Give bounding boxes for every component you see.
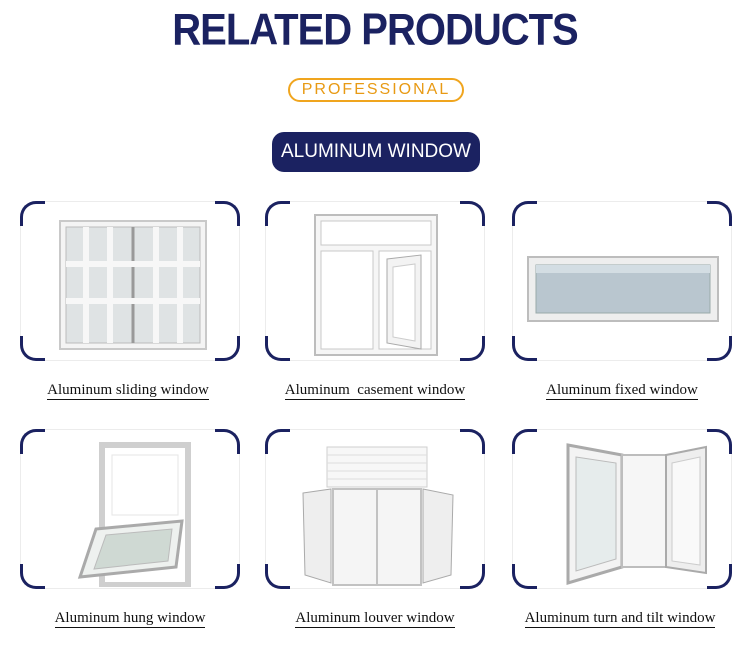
corner-accent xyxy=(215,564,240,589)
corner-accent xyxy=(265,429,290,454)
fixed-window-image xyxy=(527,256,719,322)
product-caption[interactable]: Aluminum turn and tilt window xyxy=(524,610,716,628)
card-frame xyxy=(20,201,240,361)
card-frame xyxy=(265,429,485,589)
corner-accent xyxy=(20,336,45,361)
corner-accent xyxy=(265,201,290,226)
corner-accent xyxy=(460,336,485,361)
corner-accent xyxy=(707,429,732,454)
product-card-sliding[interactable] xyxy=(20,201,240,361)
turn-tilt-window-image xyxy=(566,443,707,586)
louver-window-image xyxy=(302,446,454,586)
page-title: RELATED PRODUCTS xyxy=(172,5,578,55)
corner-accent xyxy=(215,336,240,361)
corner-accent xyxy=(512,201,537,226)
card-frame xyxy=(512,201,732,361)
hung-window-image xyxy=(77,442,191,587)
casement-window-image xyxy=(314,214,438,356)
product-caption[interactable]: Aluminum casement window xyxy=(284,382,466,400)
product-card-fixed[interactable] xyxy=(512,201,732,361)
product-caption[interactable]: Aluminum hung window xyxy=(54,610,206,628)
category-badge: ALUMINUM WINDOW xyxy=(272,132,480,172)
corner-accent xyxy=(460,201,485,226)
product-card-louver[interactable] xyxy=(265,429,485,589)
corner-accent xyxy=(215,429,240,454)
corner-accent xyxy=(707,201,732,226)
card-frame xyxy=(265,201,485,361)
corner-accent xyxy=(512,429,537,454)
corner-accent xyxy=(707,564,732,589)
card-frame xyxy=(20,429,240,589)
product-caption[interactable]: Aluminum sliding window xyxy=(47,382,209,400)
corner-accent xyxy=(460,429,485,454)
corner-accent xyxy=(215,201,240,226)
corner-accent xyxy=(265,564,290,589)
corner-accent xyxy=(20,564,45,589)
product-card-hung[interactable] xyxy=(20,429,240,589)
card-frame xyxy=(512,429,732,589)
corner-accent xyxy=(20,201,45,226)
product-card-turn-tilt[interactable] xyxy=(512,429,732,589)
corner-accent xyxy=(265,336,290,361)
corner-accent xyxy=(707,336,732,361)
corner-accent xyxy=(512,564,537,589)
corner-accent xyxy=(20,429,45,454)
professional-badge: PROFESSIONAL xyxy=(288,78,464,102)
sliding-window-image xyxy=(59,220,207,350)
corner-accent xyxy=(460,564,485,589)
product-card-casement[interactable] xyxy=(265,201,485,361)
product-caption[interactable]: Aluminum louver window xyxy=(295,610,455,628)
product-caption[interactable]: Aluminum fixed window xyxy=(546,382,698,400)
corner-accent xyxy=(512,336,537,361)
